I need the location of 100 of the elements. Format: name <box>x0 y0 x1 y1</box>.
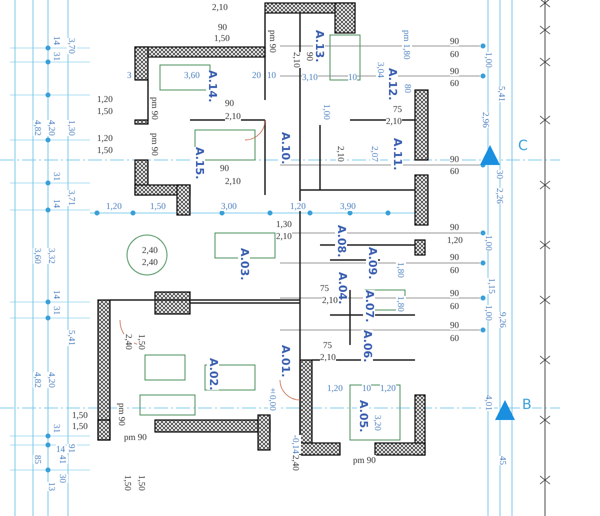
dimension-label: 1,00 <box>484 305 494 321</box>
dimension-label: 2,07 <box>370 146 380 162</box>
dimension-label: 3,10 <box>302 72 318 82</box>
room-label: A.07. <box>363 290 375 322</box>
dimension-label: 75 <box>320 283 329 293</box>
dimension-label: pm 90 <box>124 432 147 442</box>
dimension-label: 2,10 <box>212 2 228 12</box>
dimension-label: 60 <box>450 78 459 88</box>
dimension-label: 31 <box>52 424 62 433</box>
dimension-label: 1,20 <box>380 383 396 393</box>
dimension-label: 2,10 <box>336 146 346 162</box>
dimension-label: 90 <box>218 22 227 32</box>
dimension-label: 80 <box>403 84 413 93</box>
room-label: A.02. <box>207 358 219 390</box>
dimension-label: 90 <box>450 222 459 232</box>
dimension-label: 85 <box>33 455 43 464</box>
dimension-label: 10 <box>267 70 276 80</box>
dimension-label: 4,20 <box>47 372 57 388</box>
room-label: A.08. <box>335 225 347 258</box>
dimension-label: 45 <box>498 456 508 465</box>
dimension-label: 31 <box>52 306 62 315</box>
room-label: A.14. <box>206 70 218 102</box>
dimension-label: 31 <box>52 172 62 181</box>
dimension-label: 1,15 <box>487 278 497 294</box>
dimension-label: 1,20 <box>97 133 113 143</box>
dimension-label: 1,20 <box>97 94 113 104</box>
dimension-label: 90 <box>450 252 459 262</box>
dimension-label: 90 <box>450 66 459 76</box>
dimension-label: 4,82 <box>33 120 43 136</box>
dimension-label: ±0,00 <box>268 385 278 411</box>
dimension-label: 2,10 <box>386 116 402 126</box>
dimension-label: 1,00 <box>484 52 494 68</box>
dimension-label: 20 <box>252 70 261 80</box>
dimension-label: 75 <box>323 340 332 350</box>
dimension-label: 1,80 <box>396 296 406 312</box>
dimension-label: 14 <box>56 444 65 454</box>
dimension-label: 2,96 <box>481 112 491 128</box>
dimension-label: 75 <box>393 104 402 114</box>
dimension-label: pm 90 <box>150 97 160 120</box>
dimension-label: 10 <box>348 72 357 82</box>
dimension-label: 90 <box>450 36 459 46</box>
dimension-label: 60 <box>450 333 459 343</box>
dimension-label: 1,20 <box>290 201 306 211</box>
room-label: A.13. <box>313 30 325 62</box>
dimension-label: 1,50 <box>123 475 133 491</box>
dimension-label: 9,26 <box>498 312 508 328</box>
dimension-label: 3,70 <box>67 38 77 54</box>
dimension-label: 2,10 <box>320 352 336 362</box>
dimension-label: 90 <box>450 154 459 164</box>
dimension-label: 4,82 <box>33 372 43 388</box>
dimension-label: 2,40 <box>142 257 158 267</box>
dimension-label: 3,20 <box>373 415 383 431</box>
room-label: A.11. <box>391 138 403 170</box>
room-label: A.03. <box>238 248 250 280</box>
dimension-label: 60 <box>450 265 459 275</box>
dimension-label: 1,50 <box>137 334 147 350</box>
dimension-label: 14 <box>52 199 62 208</box>
dimension-label: 2,26 <box>495 188 505 204</box>
dimension-label: 13 <box>47 482 57 491</box>
dimension-label: 3,60 <box>184 70 200 80</box>
dimension-label: 90 <box>450 320 459 330</box>
dimension-label: 3 <box>127 70 132 80</box>
dimension-label: 3,90 <box>340 201 356 211</box>
room-label: A.15. <box>193 147 205 180</box>
dimension-label: 1,20 <box>327 383 343 393</box>
dimension-label: 90 <box>305 52 315 61</box>
dimension-label: 60 <box>450 49 459 59</box>
dimension-label: 3,04 <box>376 62 386 78</box>
dimension-label: 31 <box>52 52 62 61</box>
dimension-label: 2,40 <box>124 334 134 350</box>
dimension-label: 60 <box>450 301 459 311</box>
room-label: A.06. <box>361 330 373 362</box>
dimension-label: 1,50 <box>150 201 166 211</box>
dimension-label: 90 <box>225 98 234 108</box>
dimension-label: 30 <box>58 474 68 483</box>
dimension-label: 1,50 <box>72 410 88 420</box>
dimension-label: 14 <box>52 36 62 45</box>
dimension-label: 2,40 <box>291 455 301 471</box>
dimension-label: 1,00 <box>322 104 332 120</box>
dimension-label: 1,50 <box>72 421 88 431</box>
dimension-label: 2,10 <box>225 111 241 121</box>
dimension-label: 1,50 <box>137 475 147 491</box>
dimension-label: 30 <box>495 170 505 179</box>
dimension-label: 1,80 <box>396 262 406 278</box>
dimension-label: 1,50 <box>97 145 113 155</box>
dimension-label: 4,20 <box>47 120 57 136</box>
dimension-label: 1,00 <box>484 235 494 251</box>
dimension-label: 91 <box>67 444 77 453</box>
dimension-label: 3,00 <box>221 201 237 211</box>
dimension-label: 1,30 <box>276 219 292 229</box>
dimension-label: 2,10 <box>292 52 302 68</box>
dimension-label: 90 <box>450 288 459 298</box>
room-label: A.09. <box>366 247 378 280</box>
dimension-label: 90 <box>220 163 229 173</box>
room-label: A.04. <box>336 272 348 304</box>
dimension-label: 1,20 <box>447 235 463 245</box>
dimension-label: pm 90 <box>117 403 127 426</box>
dimension-label: 2,10 <box>225 176 241 186</box>
dimension-label: 4,01 <box>484 395 494 411</box>
dimension-label: -0,14 <box>291 435 301 454</box>
